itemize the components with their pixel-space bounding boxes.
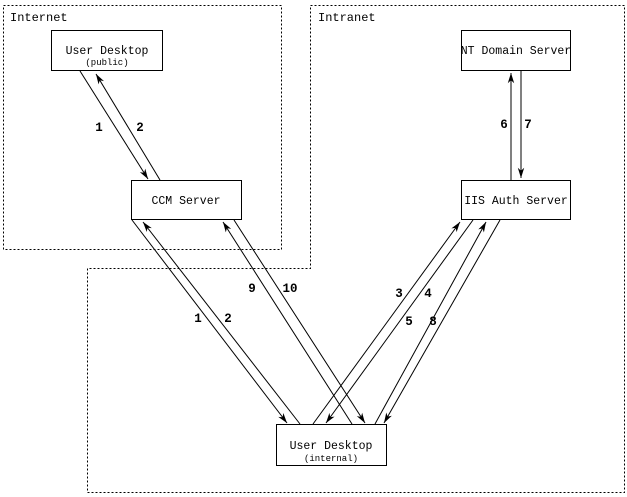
node-nt-domain-server: NT Domain Server	[461, 30, 571, 71]
node-ccm-server: CCM Server	[131, 180, 242, 220]
flow-labels: 1 2 1 2 9 10 3 4 5 8 6 7	[95, 118, 532, 329]
flow-edges	[79, 70, 525, 425]
node-iis-auth-server-title: IIS Auth Server	[464, 195, 568, 208]
edge-2-internal-to-ccm	[142, 221, 301, 425]
node-nt-domain-server-title: NT Domain Server	[461, 45, 571, 58]
step-label-8: 8	[429, 315, 437, 329]
step-label-9: 9	[248, 282, 256, 296]
node-user-desktop-internal-subtitle: (internal)	[304, 454, 358, 464]
node-user-desktop-public: User Desktop (public)	[51, 30, 163, 71]
node-user-desktop-internal-title: User Desktop	[290, 440, 373, 453]
node-iis-auth-server: IIS Auth Server	[461, 180, 571, 220]
step-label-3: 3	[395, 287, 403, 301]
step-label-1-internal: 1	[194, 312, 202, 326]
internet-zone-outline	[3, 5, 282, 250]
node-ccm-server-title: CCM Server	[151, 195, 220, 208]
edge-10-ccm-to-internal	[233, 219, 366, 424]
step-label-2-public: 2	[136, 121, 144, 135]
step-label-10: 10	[282, 282, 297, 296]
step-label-1-public: 1	[95, 121, 103, 135]
step-label-4: 4	[424, 287, 432, 301]
node-user-desktop-public-subtitle: (public)	[85, 58, 128, 68]
edge-2-ccm-to-public	[95, 73, 161, 181]
internet-zone-label: Internet	[10, 11, 68, 25]
step-label-5: 5	[405, 315, 413, 329]
edge-5-internal-to-iis	[374, 221, 487, 425]
node-user-desktop-public-title: User Desktop	[66, 45, 149, 58]
intranet-zone-outline	[87, 5, 625, 493]
edge-3-internal-to-iis	[312, 221, 461, 425]
step-label-7: 7	[524, 118, 532, 132]
edge-1-ccm-to-internal	[131, 219, 288, 424]
step-label-6: 6	[500, 118, 508, 132]
intranet-zone-label: Intranet	[318, 11, 376, 25]
edge-4-iis-to-internal	[325, 219, 474, 424]
edge-1-public-to-ccm	[79, 70, 149, 180]
node-user-desktop-internal: User Desktop (internal)	[276, 424, 387, 466]
edge-8-iis-to-internal	[383, 219, 501, 424]
step-label-2-internal: 2	[224, 312, 232, 326]
edge-9-internal-to-ccm	[222, 221, 353, 425]
